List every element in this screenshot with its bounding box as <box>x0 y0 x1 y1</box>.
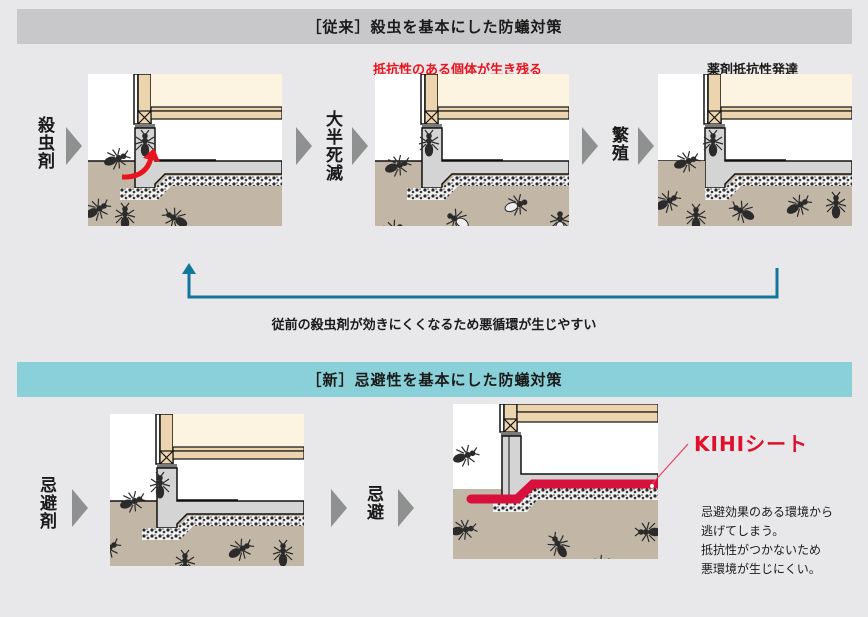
step-arrow-icon <box>72 489 88 527</box>
illustration-kihi-sheet <box>453 404 658 559</box>
illustration-insecticide <box>88 74 282 226</box>
repellent-note: 忌避効果のある環境から 逃げてしまう。 抵抗性がつかないため 悪環境が生じにくい… <box>701 503 833 579</box>
vicious-cycle-arrow <box>182 263 779 299</box>
new-method-title: ［新］忌避性を基本にした防蟻対策 <box>306 371 563 389</box>
poison-arrow-icon <box>121 157 154 180</box>
note-line: 忌避効果のある環境から <box>701 505 834 519</box>
note-line: 抵抗性がつかないため <box>701 543 822 557</box>
note-line: 逃げてしまう。 <box>701 524 785 538</box>
step-arrow-icon <box>296 127 312 165</box>
arrow-up-icon <box>182 263 196 274</box>
step-arrow-icon <box>398 489 414 527</box>
illustration-resistant-survive <box>375 74 569 226</box>
old-method-banner: ［従来］殺虫を基本にした防蟻対策 <box>17 9 852 44</box>
kihi-sheet-label: KIHIシート <box>694 432 809 456</box>
step-label-breed: 繁殖 <box>608 126 628 162</box>
step-label-mostly-die: 大半死滅 <box>322 110 342 182</box>
step-arrow-icon <box>331 489 347 527</box>
illustration-drug-resistance <box>658 74 852 226</box>
kihi-sheet-line <box>466 479 658 504</box>
step-label-avoid: 忌避 <box>363 485 383 521</box>
step-arrow-icon <box>66 127 82 165</box>
kihi-leader-line <box>651 443 689 485</box>
note-line: 悪環境が生じにくい。 <box>701 562 821 576</box>
step-arrow-icon <box>638 127 654 165</box>
step-arrow-icon <box>352 127 368 165</box>
new-method-banner: ［新］忌避性を基本にした防蟻対策 <box>17 362 852 397</box>
step-arrow-icon <box>582 127 598 165</box>
old-method-title: ［従来］殺虫を基本にした防蟻対策 <box>306 18 563 36</box>
illustration-repellent <box>110 414 304 566</box>
step-label-repellent: 忌避剤 <box>36 476 56 530</box>
step-label-insecticide: 殺虫剤 <box>34 116 54 170</box>
vicious-cycle-caption: 従前の殺虫剤が効きにくくなるため悪循環が生じやすい <box>271 318 597 333</box>
